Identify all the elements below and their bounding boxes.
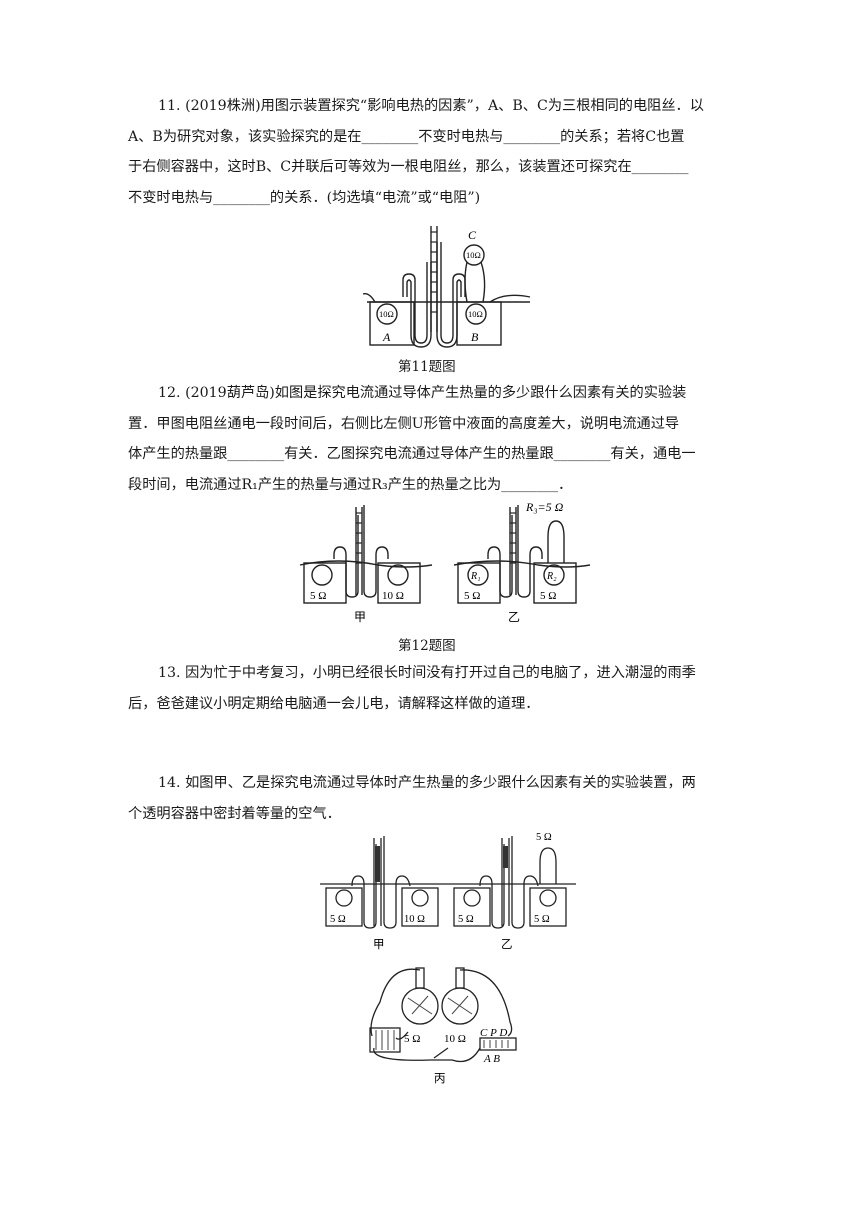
q12-yi-left-resistance: 5 Ω xyxy=(464,590,480,602)
question-11: 11. (2019株洲)用图示装置探究“影响电热的因素”，A、B、C为三根相同的… xyxy=(128,91,732,213)
q13-line-1: 13. 因为忙于中考复习，小明已经很长时间没有打开过自己的电脑了，进入潮湿的雨季 xyxy=(158,665,696,681)
q11-caption: 第11题图 xyxy=(398,359,456,375)
q12-jia-right-resistance: 10 Ω xyxy=(382,590,404,602)
q14-jia-left-resistance: 5 Ω xyxy=(330,914,346,925)
q11-a-resistance: 10Ω xyxy=(379,309,394,319)
q12-yi-r2-label: R₂ xyxy=(546,571,557,582)
q13-line-2: 后，爸爸建议小明定期给电脑通一会儿电，请解释这样做的道理． xyxy=(128,695,540,712)
q12-jia-label: 甲 xyxy=(354,610,366,624)
q12-line-4: 段时间，电流通过R₁产生的热量与通过R₃产生的热量之比为________． xyxy=(128,476,573,493)
q14-yi-label: 乙 xyxy=(501,938,513,950)
q12-caption: 第12题图 xyxy=(398,638,456,654)
q11-label-a: A xyxy=(382,330,391,344)
q14-figure-jia-yi: 5 Ω 10 Ω 甲 5 Ω 5 Ω 5 Ω 乙 xyxy=(320,832,576,950)
q12-line-3: 体产生的热量跟________有关．乙图探究电流通过导体产生的热量跟______… xyxy=(128,446,696,462)
q11-line-1: 11. (2019株洲)用图示装置探究“影响电热的因素”，A、B、C为三根相同的… xyxy=(158,98,704,114)
q12-yi-label: 乙 xyxy=(508,610,520,624)
q11-line-2: A、B为研究对象，该实验探究的是在________不变时电热与________的… xyxy=(128,128,685,145)
q11-label-c: C xyxy=(468,228,477,242)
q14-jia-right-resistance: 10 Ω xyxy=(404,914,425,925)
q12-jia-left-resistance: 5 Ω xyxy=(310,590,326,602)
q14-bing-label: 丙 xyxy=(434,1073,446,1085)
q11-c-resistance: 10Ω xyxy=(466,250,481,260)
question-13: 13. 因为忙于中考复习，小明已经很长时间没有打开过自己的电脑了，进入潮湿的雨季… xyxy=(128,658,732,719)
q14-yi-right-resistance: 5 Ω xyxy=(534,914,550,925)
q14-jia-label: 甲 xyxy=(373,939,385,950)
q14-line-2: 个透明容器中密封着等量的空气． xyxy=(128,805,341,822)
q12-figure: 5 Ω 10 Ω 甲 R₁ R₂ 5 Ω 5 Ω R₃=5 Ω 乙 xyxy=(299,500,591,624)
q14-bing-left-resistance: 5 Ω xyxy=(404,1033,420,1045)
question-14: 14. 如图甲、乙是探究电流通过导体时产生热量的多少跟什么因素有关的实验装置，两… xyxy=(128,768,732,829)
q11-line-4: 不变时电热与________的关系．(均选填“电流”或“电阻”) xyxy=(128,189,481,206)
q14-bing-right-resistance: 10 Ω xyxy=(444,1033,466,1045)
q11-line-3: 于右侧容器中，这时B、C并联后可等效为一根电阻丝，那么，该装置还可探究在____… xyxy=(128,159,689,175)
q14-bing-rheostat-top: C P D xyxy=(480,1027,507,1039)
q12-line-1: 12. (2019葫芦岛)如图是探究电流通过导体产生热量的多少跟什么因素有关的实… xyxy=(158,385,687,401)
q14-bing-rheostat-bottom: A B xyxy=(483,1053,500,1065)
question-12: 12. (2019葫芦岛)如图是探究电流通过导体产生热量的多少跟什么因素有关的实… xyxy=(128,378,732,500)
q12-yi-r1-label: R₁ xyxy=(470,571,481,582)
q12-yi-r3-label: R₃=5 Ω xyxy=(525,500,564,514)
q12-yi-right-resistance: 5 Ω xyxy=(540,590,556,602)
q12-line-2: 置．甲图电阻丝通电一段时间后，右侧比左侧U形管中液面的高度差大，说明电流通过导 xyxy=(128,415,680,432)
q11-label-b: B xyxy=(471,330,479,344)
q14-line-1: 14. 如图甲、乙是探究电流通过导体时产生热量的多少跟什么因素有关的实验装置，两 xyxy=(158,775,696,791)
q14-yi-left-resistance: 5 Ω xyxy=(458,914,474,925)
q11-b-resistance: 10Ω xyxy=(468,309,483,319)
q14-figure-bing: 5 Ω 10 Ω C P D A B 丙 xyxy=(369,967,517,1085)
q11-figure: 10Ω 10Ω 10Ω A B C xyxy=(362,226,531,348)
q14-yi-top-resistance: 5 Ω xyxy=(536,832,552,843)
